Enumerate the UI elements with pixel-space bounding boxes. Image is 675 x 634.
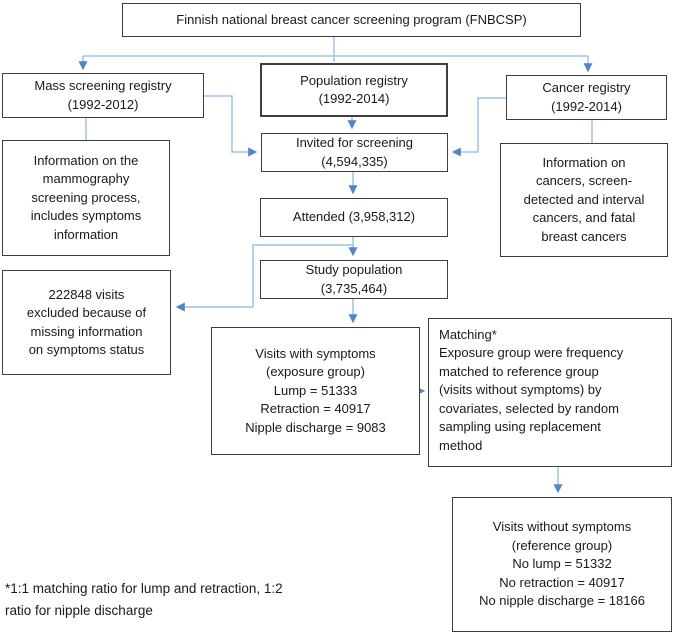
node-fnbcsp-program: Finnish national breast cancer screening… [122,3,581,37]
node-attended: Attended (3,958,312) [260,198,448,237]
node-visits-without-symptoms: Visits without symptoms (reference group… [452,497,672,632]
connector-cancer-to-invited [451,97,506,157]
node-excluded-visits: 222848 visits excluded because of missin… [2,270,171,375]
node-visits-with-symptoms: Visits with symptoms (exposure group) Lu… [211,327,420,455]
connector-mass-to-invited [204,95,258,157]
node-study-population: Study population (3,735,464) [260,260,448,299]
node-population-registry: Population registry (1992-2014) [260,63,448,117]
connector-top-stem [83,37,588,57]
node-cancer-info: Information on cancers, screen- detected… [500,143,668,257]
node-matching-note: Matching* Exposure group were frequency … [428,318,672,467]
node-invited-for-screening: Invited for screening (4,594,335) [261,133,448,172]
node-mass-screening-registry: Mass screening registry (1992-2012) [2,73,204,118]
matching-ratio-footnote: *1:1 matching ratio for lump and retract… [5,581,283,618]
node-cancer-registry: Cancer registry (1992-2014) [506,75,667,120]
connector-study-branch-to-excluded [175,244,353,312]
node-mammography-info: Information on the mammography screening… [2,140,170,256]
